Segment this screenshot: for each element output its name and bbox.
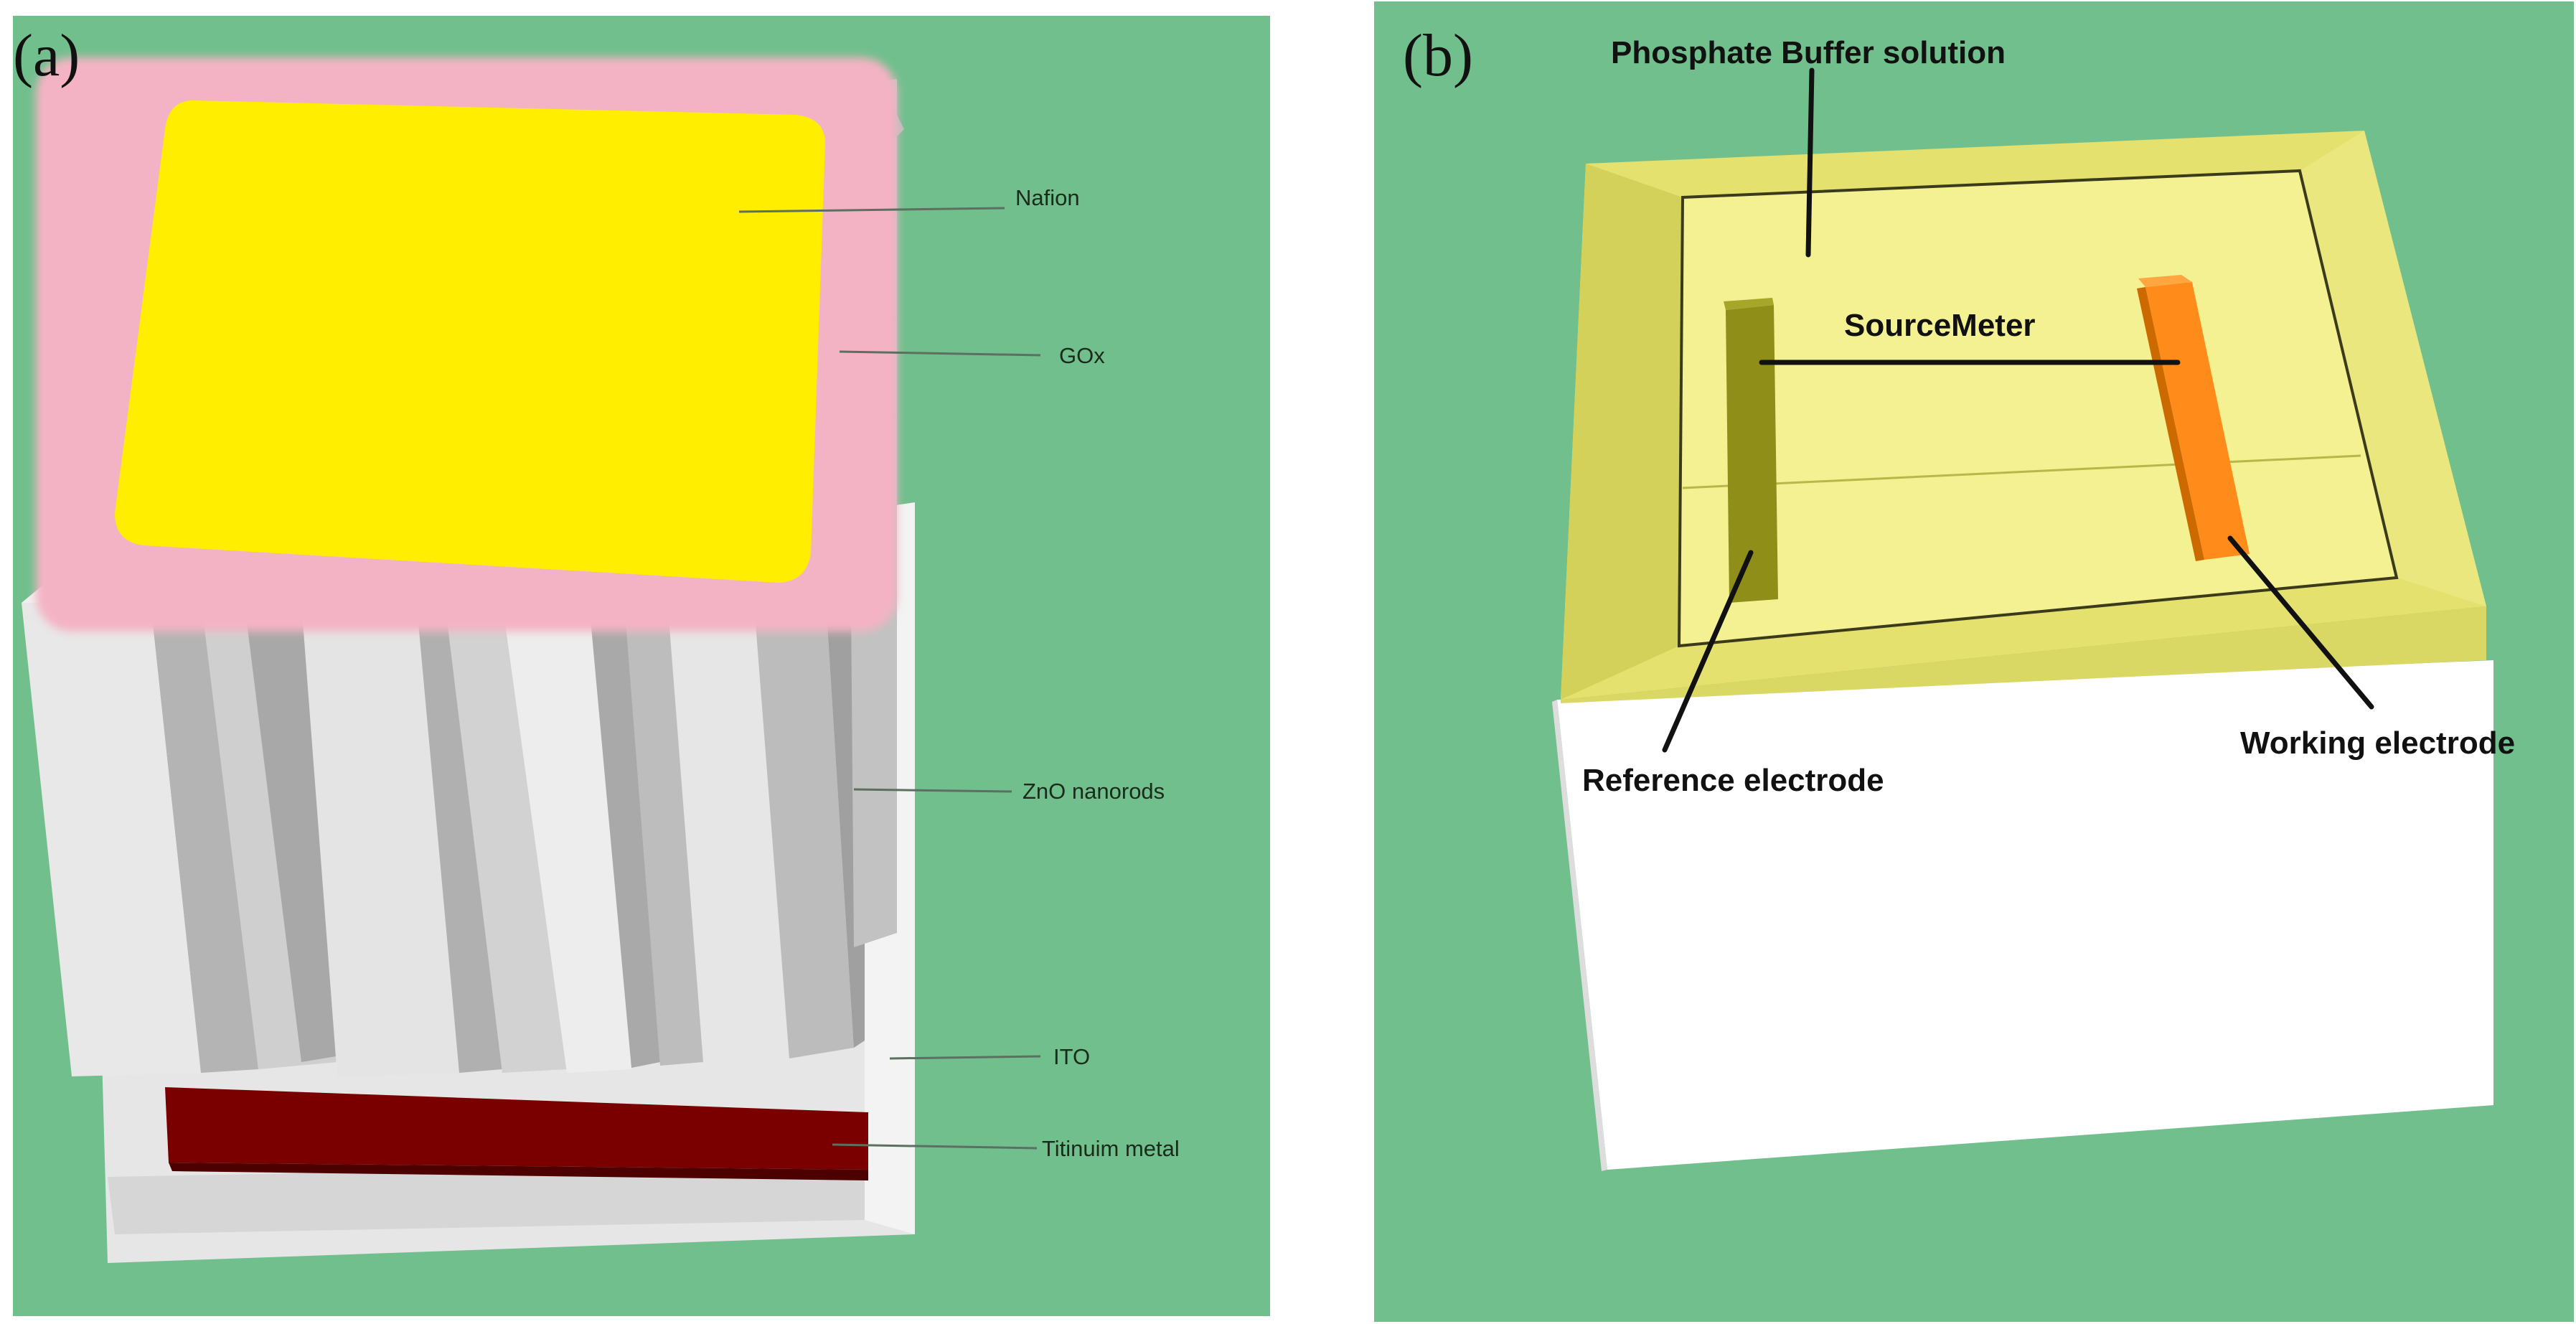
panel-a-leaders (738, 207, 1041, 1150)
label-sourcemeter: SourceMeter (1844, 308, 2036, 343)
working-leader (2227, 535, 2374, 710)
label-zno-nanorods: ZnO nanorods (1023, 779, 1165, 804)
container-body (1552, 660, 2493, 1171)
label-titanium-metal: Titinuim metal (1042, 1136, 1180, 1161)
label-working-electrode: Working electrode (2240, 726, 2515, 761)
panel-b-leaders (1662, 67, 2374, 753)
buffer-leader (1805, 67, 1815, 258)
label-gox: GOx (1059, 343, 1105, 368)
working-electrode (2137, 275, 2250, 561)
label-nafion: Nafion (1015, 185, 1080, 210)
panel-b: (b) Phosphate Buffer solution SourceMete… (1374, 1, 2574, 1322)
panel-b-letter: (b) (1403, 22, 1473, 89)
nafion-layer (115, 100, 825, 583)
buffer-solution (1561, 131, 2486, 703)
titanium-bar (165, 1087, 868, 1180)
reference-leader (1662, 550, 1754, 753)
panel-a-letter: (a) (13, 22, 80, 89)
label-reference-electrode: Reference electrode (1582, 763, 1884, 798)
panel-a: (a) Nafion GOx ZnO nanorods ITO Titinuim… (13, 16, 1270, 1316)
label-ito: ITO (1053, 1044, 1090, 1069)
reference-electrode (1724, 298, 1778, 603)
label-phosphate-buffer: Phosphate Buffer solution (1611, 35, 2006, 70)
